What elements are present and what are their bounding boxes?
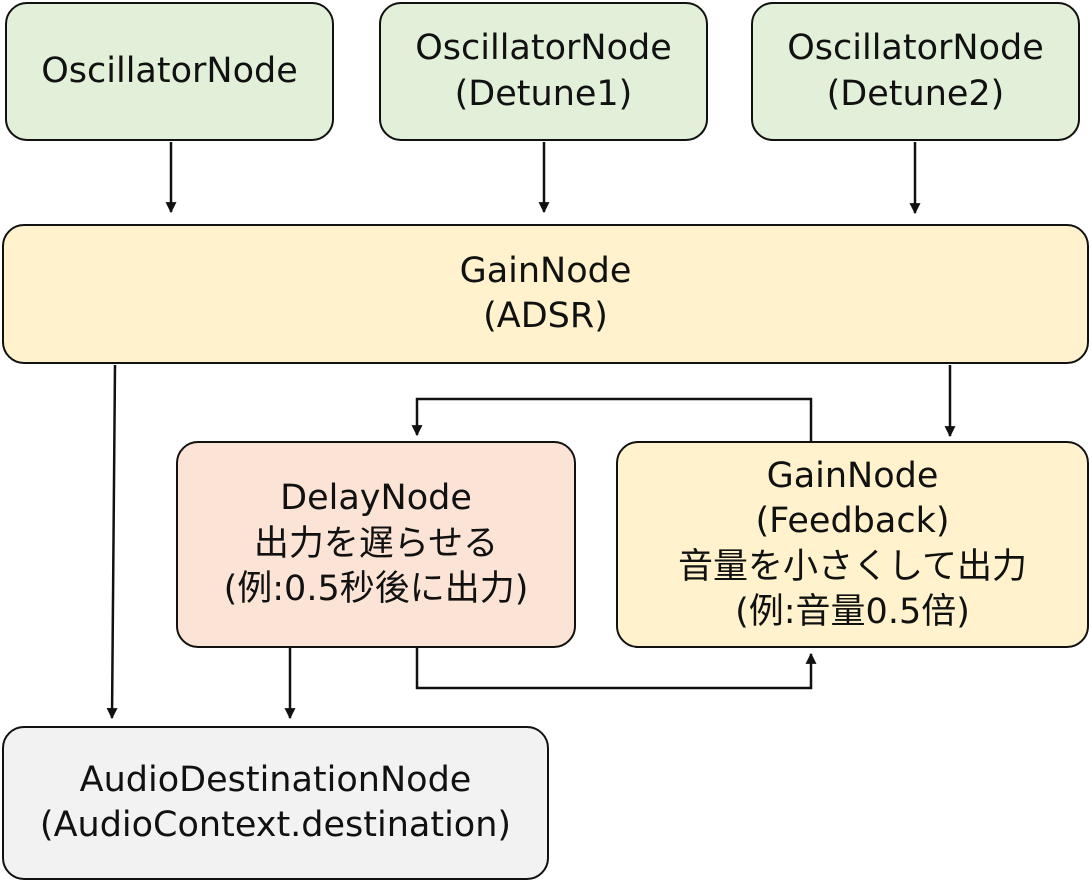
gain-node-adsr-subtitle: (ADSR) bbox=[483, 296, 608, 336]
delay-node-example: (例:0.5秒後に出力) bbox=[223, 569, 529, 610]
gain-node-adsr: GainNode (ADSR) bbox=[2, 224, 1089, 364]
delay-node-title: DelayNode bbox=[280, 478, 472, 519]
audio-destination-node-title: AudioDestinationNode bbox=[79, 759, 472, 800]
edge-gain-feedback-to-delay bbox=[411, 397, 813, 441]
oscillator-node-title: OscillatorNode bbox=[41, 50, 298, 91]
gain-node-feedback-example: (例:音量0.5倍) bbox=[735, 592, 970, 632]
gain-node-feedback-title: GainNode bbox=[766, 455, 939, 496]
oscillator-node-detune1-subtitle: (Detune1) bbox=[454, 73, 633, 114]
oscillator-node-detune2: OscillatorNode (Detune2) bbox=[751, 2, 1080, 141]
edge-gain-adsr-to-destination bbox=[106, 364, 118, 720]
gain-node-feedback-subtitle: (Feedback) bbox=[755, 501, 950, 541]
delay-node: DelayNode 出力を遅らせる (例:0.5秒後に出力) bbox=[176, 441, 576, 648]
gain-node-adsr-title: GainNode bbox=[459, 250, 632, 291]
oscillator-node-detune2-subtitle: (Detune2) bbox=[826, 73, 1005, 114]
oscillator-node-detune2-title: OscillatorNode bbox=[787, 28, 1044, 68]
audio-destination-node-subtitle: (AudioContext.destination) bbox=[39, 805, 512, 845]
oscillator-node: OscillatorNode bbox=[5, 2, 334, 141]
delay-node-description: 出力を遅らせる bbox=[253, 523, 499, 564]
oscillator-node-detune1-title: OscillatorNode bbox=[415, 28, 672, 68]
gain-node-feedback: GainNode (Feedback) 音量を小さくして出力 (例:音量0.5倍… bbox=[616, 441, 1089, 648]
edge-delay-to-gain-feedback bbox=[415, 648, 817, 690]
oscillator-node-detune1: OscillatorNode (Detune1) bbox=[379, 2, 708, 141]
audio-destination-node: AudioDestinationNode (AudioContext.desti… bbox=[2, 726, 549, 880]
gain-node-feedback-description: 音量を小さくして出力 bbox=[678, 546, 1027, 587]
